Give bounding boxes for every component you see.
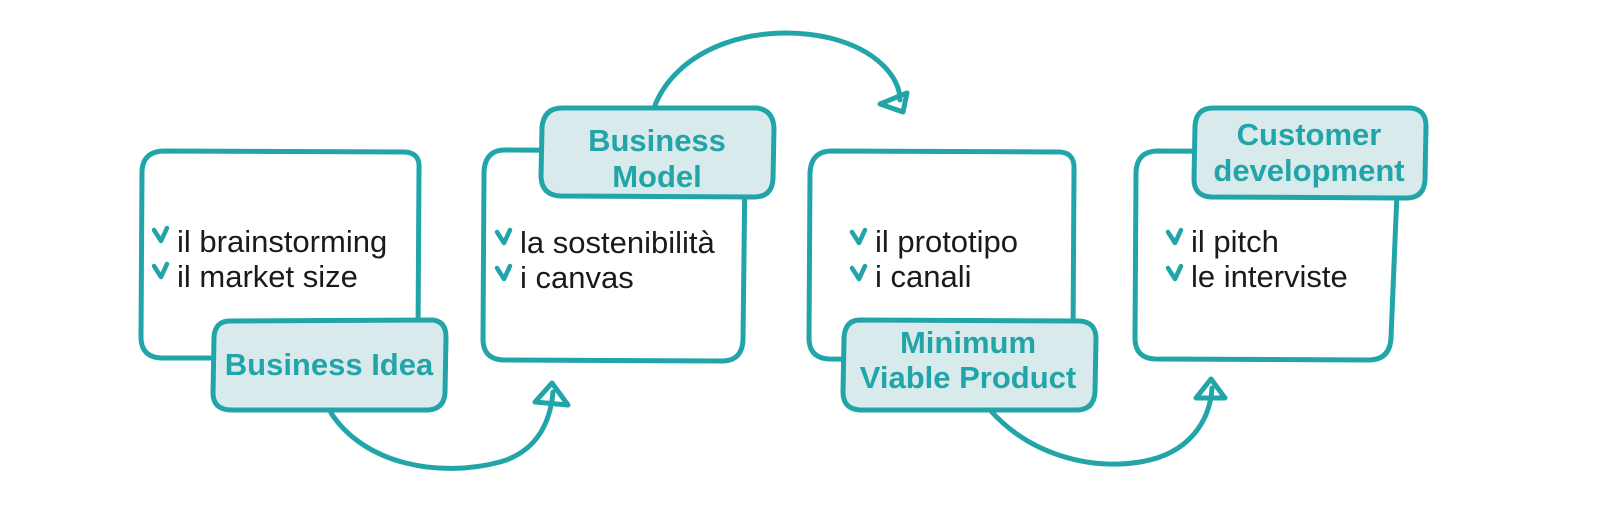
arrowhead-icon — [532, 380, 571, 408]
list-item: il pitch — [1191, 224, 1279, 259]
curved-arrow-icon — [652, 30, 903, 108]
item-checklist: il pitch le interviste — [1165, 224, 1348, 294]
list-item: le interviste — [1191, 259, 1348, 294]
curved-arrow-icon — [987, 385, 1215, 467]
step-business-idea: il brainstorming il market size Business… — [138, 148, 449, 413]
checkmark-icon — [151, 261, 170, 280]
step-business-model: Business Model la sostenibilità i canvas — [480, 105, 777, 364]
checkmark-icon — [151, 225, 170, 244]
list-item: la sostenibilità — [520, 225, 715, 260]
checkmark-icon — [849, 227, 868, 246]
step-tag — [840, 317, 1099, 413]
step-title-line: Business — [588, 123, 726, 158]
curved-arrow-icon — [328, 389, 556, 471]
list-item: i canvas — [520, 260, 634, 295]
step-title-line: Customer — [1237, 117, 1382, 152]
item-checklist: il brainstorming il market size — [151, 224, 387, 294]
list-item: il brainstorming — [177, 224, 387, 259]
item-checklist: la sostenibilità i canvas — [494, 225, 715, 295]
checkmark-icon — [494, 227, 513, 246]
step-title: Business Idea — [225, 347, 434, 382]
arrowhead-icon — [877, 90, 910, 115]
step-minimum-viable-product: il prototipo i canali Minimum Viable Pro… — [806, 148, 1099, 413]
connector-idea-to-model — [328, 380, 571, 471]
list-item: il market size — [177, 259, 358, 294]
checkmark-icon — [1165, 227, 1184, 246]
item-checklist: il prototipo i canali — [849, 224, 1018, 294]
step-title-line: Model — [612, 159, 702, 194]
checkmark-icon — [494, 263, 513, 282]
step-customer-development: Customer development il pitch le intervi… — [1132, 105, 1429, 363]
connector-model-to-mvp — [652, 30, 910, 115]
checkmark-icon — [849, 263, 868, 282]
checkmark-icon — [1165, 263, 1184, 282]
step-title-line: Viable Product — [860, 360, 1077, 395]
list-item: il prototipo — [875, 224, 1018, 259]
step-tag — [538, 105, 777, 200]
step-title-line: development — [1213, 153, 1404, 188]
step-tag — [210, 317, 449, 413]
list-item: i canali — [875, 259, 972, 294]
connector-mvp-to-customer — [987, 376, 1228, 467]
step-title-line: Minimum — [900, 325, 1036, 360]
step-tag — [1191, 105, 1429, 201]
arrowhead-icon — [1193, 376, 1228, 401]
